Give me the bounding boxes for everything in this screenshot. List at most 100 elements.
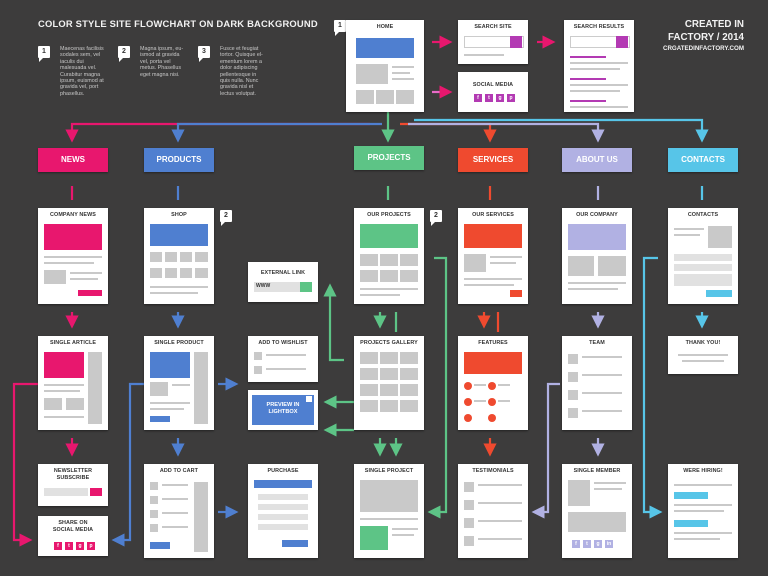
our-projects-page[interactable]: OUR PROJECTS <box>354 208 424 304</box>
gallery-thumb[interactable] <box>360 400 378 412</box>
gallery-thumb[interactable] <box>380 352 398 364</box>
company-news-page[interactable]: COMPANY NEWS <box>38 208 108 304</box>
category-services[interactable]: SERVICES <box>458 148 528 172</box>
search-icon[interactable] <box>510 36 522 48</box>
gallery-thumb[interactable] <box>380 384 398 396</box>
shop-page[interactable]: SHOP <box>144 208 214 304</box>
social-media-page[interactable]: SOCIAL MEDIA f t g p <box>458 72 528 112</box>
project-thumb[interactable] <box>380 254 398 266</box>
url-field[interactable] <box>254 282 312 292</box>
gallery-thumb[interactable] <box>400 368 418 380</box>
share-social-page[interactable]: SHARE ON SOCIAL MEDIA f t g p <box>38 516 108 556</box>
hiring-page[interactable]: WERE HIRING! <box>668 464 738 558</box>
thank-you-page[interactable]: THANK YOU! <box>668 336 738 374</box>
contact-message-field[interactable] <box>674 274 732 286</box>
product-thumb[interactable] <box>165 268 177 278</box>
project-thumb[interactable] <box>360 270 378 282</box>
search-icon[interactable] <box>616 36 628 48</box>
lightbox-panel[interactable] <box>252 395 314 425</box>
product-thumb[interactable] <box>150 268 162 278</box>
job-title[interactable] <box>674 492 708 499</box>
category-contacts[interactable]: CONTACTS <box>668 148 738 172</box>
our-services-page[interactable]: OUR SERVICES <box>458 208 528 304</box>
projects-gallery-page[interactable]: PROJECTS GALLERY <box>354 336 424 430</box>
our-company-page[interactable]: OUR COMPANY <box>562 208 632 304</box>
add-to-wishlist-page[interactable]: ADD TO WISHLIST <box>248 336 318 382</box>
contact-email-field[interactable] <box>674 264 732 271</box>
search-site-page[interactable]: SEARCH SITE <box>458 20 528 64</box>
gallery-thumb[interactable] <box>360 384 378 396</box>
text-line <box>266 368 306 370</box>
contact-send-button[interactable] <box>706 290 732 297</box>
testimonials-page[interactable]: TESTIMONIALS <box>458 464 528 558</box>
product-thumb[interactable] <box>195 252 208 262</box>
project-thumb[interactable] <box>400 254 418 266</box>
single-article-page[interactable]: SINGLE ARTICLE <box>38 336 108 430</box>
close-icon[interactable] <box>306 396 312 402</box>
purchase-field[interactable] <box>258 504 308 510</box>
google-icon[interactable]: g <box>76 542 84 550</box>
add-to-cart-page[interactable]: ADD TO CART <box>144 464 214 558</box>
product-thumb[interactable] <box>195 268 208 278</box>
twitter-icon[interactable]: t <box>485 94 493 102</box>
gallery-thumb[interactable] <box>400 400 418 412</box>
purchase-field[interactable] <box>258 494 308 500</box>
newsletter-page[interactable]: NEWSLETTER SUBSCRIBE <box>38 464 108 506</box>
twitter-icon[interactable]: t <box>65 542 73 550</box>
search-site-label: SEARCH SITE <box>474 24 512 30</box>
credit-url[interactable]: CRGATEDINFACTORY.COM <box>662 45 744 52</box>
services-button[interactable] <box>510 290 522 297</box>
google-icon[interactable]: g <box>496 94 504 102</box>
product-hero <box>150 352 190 378</box>
search-input[interactable] <box>464 36 524 48</box>
category-projects[interactable]: PROJECTS <box>354 146 424 170</box>
team-page[interactable]: TEAM <box>562 336 632 430</box>
category-about-us[interactable]: ABOUT US <box>562 148 632 172</box>
buy-button[interactable] <box>150 416 170 422</box>
gallery-thumb[interactable] <box>380 400 398 412</box>
external-link-page[interactable]: EXTERNAL LINK WWW <box>248 262 318 302</box>
product-thumb[interactable] <box>165 252 177 262</box>
home-page[interactable]: HOME <box>346 20 424 112</box>
pinterest-icon[interactable]: p <box>507 94 515 102</box>
single-product-page[interactable]: SINGLE PRODUCT <box>144 336 214 430</box>
checkout-button[interactable] <box>150 542 170 549</box>
contacts-page[interactable]: CONTACTS <box>668 208 738 304</box>
single-member-page[interactable]: SINGLE MEMBER f t g in <box>562 464 632 558</box>
purchase-field[interactable] <box>258 524 308 530</box>
results-search-input[interactable] <box>570 36 630 48</box>
facebook-icon[interactable]: f <box>572 540 580 548</box>
facebook-icon[interactable]: f <box>54 542 62 550</box>
project-thumb[interactable] <box>380 270 398 282</box>
project-thumb[interactable] <box>360 254 378 266</box>
pinterest-icon[interactable]: p <box>87 542 95 550</box>
gallery-thumb[interactable] <box>400 352 418 364</box>
facebook-icon[interactable]: f <box>474 94 482 102</box>
preview-lightbox-page[interactable]: PREVIEW IN LIGHTBOX <box>248 390 318 430</box>
category-news[interactable]: NEWS <box>38 148 108 172</box>
category-products[interactable]: PRODUCTS <box>144 148 214 172</box>
gallery-thumb[interactable] <box>360 352 378 364</box>
features-page[interactable]: FEATURES <box>458 336 528 430</box>
job-title[interactable] <box>674 520 708 527</box>
single-project-page[interactable]: SINGLE PROJECT <box>354 464 424 558</box>
purchase-field[interactable] <box>258 514 308 520</box>
project-thumb[interactable] <box>400 270 418 282</box>
newsletter-email-field[interactable] <box>44 488 88 496</box>
product-thumb[interactable] <box>150 252 162 262</box>
product-thumb[interactable] <box>180 252 192 262</box>
google-icon[interactable]: g <box>594 540 602 548</box>
read-more-button[interactable] <box>78 290 102 296</box>
gallery-thumb[interactable] <box>400 384 418 396</box>
product-thumb[interactable] <box>180 268 192 278</box>
purchase-page[interactable]: PURCHASE <box>248 464 318 558</box>
purchase-button[interactable] <box>282 540 308 547</box>
go-button[interactable] <box>300 282 312 292</box>
twitter-icon[interactable]: t <box>583 540 591 548</box>
linkedin-icon[interactable]: in <box>605 540 613 548</box>
subscribe-button[interactable] <box>90 488 102 496</box>
search-results-page[interactable]: SEARCH RESULTS <box>564 20 634 112</box>
contact-name-field[interactable] <box>674 254 732 261</box>
gallery-thumb[interactable] <box>380 368 398 380</box>
gallery-thumb[interactable] <box>360 368 378 380</box>
